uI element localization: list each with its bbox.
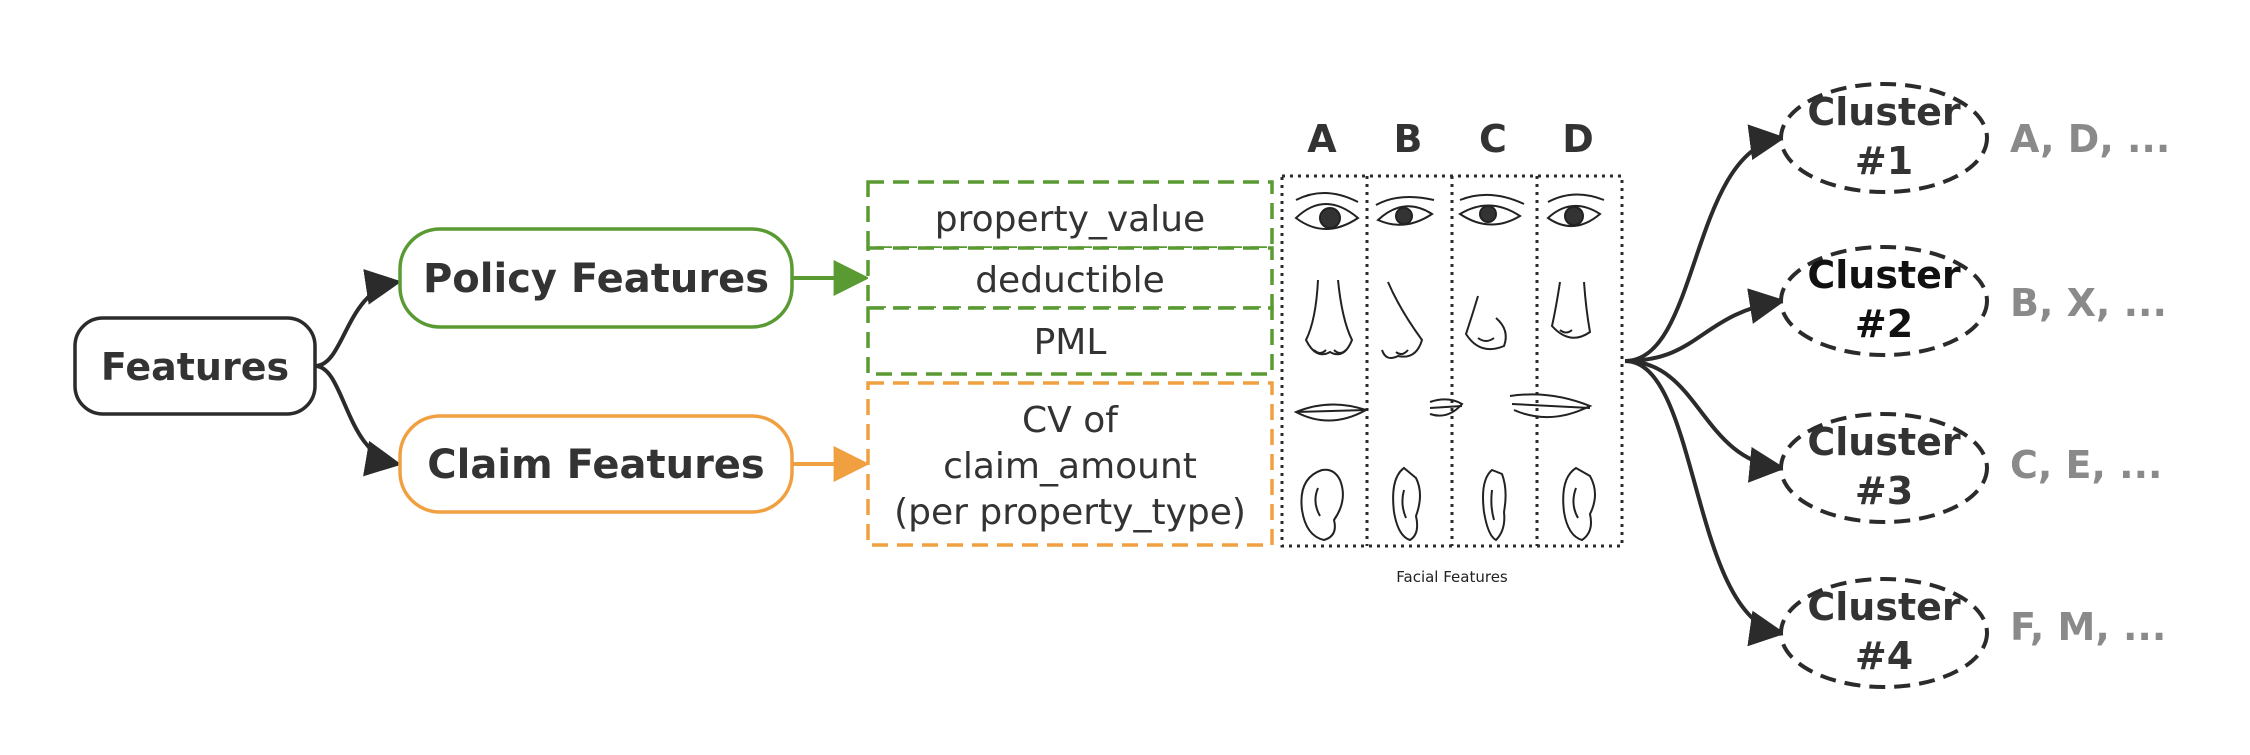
cluster-connectors xyxy=(1624,124,1786,647)
cluster-4-number: #4 xyxy=(1855,634,1913,678)
eye-icon xyxy=(1546,193,1605,227)
cluster-1: Cluster #1 A, D, ... xyxy=(1779,82,2170,194)
claim-feature-box xyxy=(866,381,1274,547)
facial-features-grid: A B C D xyxy=(1280,117,1624,586)
ear-row xyxy=(1300,466,1596,542)
cluster-4-members: F, M, ... xyxy=(2010,605,2166,649)
ear-icon xyxy=(1392,466,1421,542)
facial-column-c: C xyxy=(1479,117,1507,161)
feature-property-value: property_value xyxy=(935,199,1205,240)
claim-feature-line-1: CV of xyxy=(1022,400,1119,441)
mouth-icon xyxy=(1509,393,1593,419)
cluster-4: Cluster #4 F, M, ... xyxy=(1779,577,2166,689)
nose-row xyxy=(1304,279,1592,359)
facial-grid-frame xyxy=(1280,174,1624,548)
eye-icon xyxy=(1375,195,1435,226)
claim-features-label: Claim Features xyxy=(427,442,764,488)
cluster-2-members: B, X, ... xyxy=(2010,281,2167,325)
nose-icon xyxy=(1381,281,1424,359)
root-node: Features xyxy=(73,316,317,416)
cluster-3: Cluster #3 C, E, ... xyxy=(1779,412,2162,524)
ear-icon xyxy=(1562,466,1596,542)
feature-deductible: deductible xyxy=(975,260,1165,301)
cluster-1-members: A, D, ... xyxy=(2010,117,2170,161)
facial-column-a: A xyxy=(1307,117,1337,161)
cluster-1-number: #1 xyxy=(1855,139,1913,183)
cluster-2-number: #2 xyxy=(1855,302,1913,346)
policy-features-label: Policy Features xyxy=(423,256,769,302)
eye-icon xyxy=(1294,191,1360,230)
cluster-2: Cluster #2 B, X, ... xyxy=(1779,245,2167,357)
eye-row xyxy=(1294,191,1605,230)
facial-column-headers: A B C D xyxy=(1307,117,1593,161)
nose-icon xyxy=(1550,281,1592,339)
nose-icon xyxy=(1304,279,1354,356)
claim-feature-line-2: claim_amount xyxy=(943,446,1197,487)
cluster-2-label: Cluster xyxy=(1807,253,1961,297)
facial-column-b: B xyxy=(1394,117,1423,161)
cluster-3-number: #3 xyxy=(1855,469,1913,513)
cluster-1-label: Cluster xyxy=(1807,90,1961,134)
root-connectors xyxy=(314,269,402,477)
facial-column-d: D xyxy=(1562,117,1594,161)
cluster-4-label: Cluster xyxy=(1807,585,1961,629)
claim-feature-line-3: (per property_type) xyxy=(894,492,1246,533)
policy-features-node: Policy Features xyxy=(398,227,794,329)
eye-icon xyxy=(1458,193,1525,226)
cluster-3-label: Cluster xyxy=(1807,420,1961,464)
feature-pml: PML xyxy=(1034,322,1107,363)
mouth-icon xyxy=(1429,398,1464,417)
policy-feature-boxes xyxy=(866,180,1274,376)
claim-features-node: Claim Features xyxy=(398,414,794,514)
ear-icon xyxy=(1482,468,1507,542)
root-label: Features xyxy=(101,345,289,389)
nose-icon xyxy=(1464,295,1507,350)
cluster-3-members: C, E, ... xyxy=(2010,443,2162,487)
mouth-row xyxy=(1293,393,1593,422)
ear-icon xyxy=(1300,468,1344,542)
facial-features-caption: Facial Features xyxy=(1396,568,1508,586)
mouth-icon xyxy=(1293,403,1369,422)
